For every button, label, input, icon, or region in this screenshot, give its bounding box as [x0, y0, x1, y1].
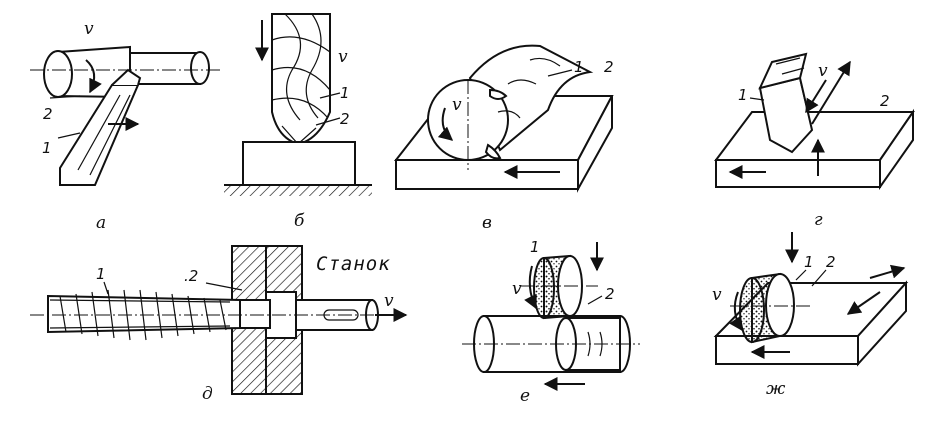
figure-a: v 2 1 а [30, 19, 220, 233]
grinding-wheel [520, 254, 598, 320]
leader-1 [319, 92, 341, 99]
figure-f: 1 v 2 е [462, 238, 640, 406]
leader-1 [57, 132, 81, 139]
workpiece-block [714, 108, 915, 191]
leader-1 [749, 97, 765, 101]
label-1: 1 [574, 58, 584, 76]
figure-d: v 1 2 г [714, 52, 915, 230]
figure-e: 1 .2 Станок v д [30, 245, 408, 404]
broach [30, 289, 400, 341]
turning-tool [59, 68, 142, 186]
label-1: 1 [96, 265, 106, 283]
label-2: 2 [340, 110, 350, 128]
label-1: 1 [530, 238, 540, 256]
figure-g: v 1 2 ж [712, 232, 909, 399]
label-2: .2 [184, 267, 198, 285]
feed-arrow-up [811, 60, 851, 125]
label-1: 1 [42, 139, 52, 157]
label-v: v [338, 47, 348, 67]
rotation-arrow [85, 59, 102, 94]
leader-2 [49, 95, 81, 99]
label-1: 1 [738, 86, 748, 104]
label-1: 1 [804, 253, 814, 271]
caption-c: в [482, 213, 492, 233]
workpiece-block [224, 141, 372, 196]
label-v: v [84, 19, 94, 39]
caption-e: д [202, 384, 213, 404]
label-2: 2 [605, 285, 615, 303]
machine-label: Станок [316, 253, 391, 275]
cross-feed-arrow [869, 264, 906, 279]
planing-tool [758, 52, 814, 154]
drill [271, 13, 331, 146]
leader-1 [547, 69, 573, 77]
rotation-arrow [437, 107, 454, 141]
leader-2 [205, 282, 243, 291]
caption-f: е [520, 386, 530, 406]
return-arrow [805, 79, 827, 114]
leader-1 [103, 281, 109, 295]
rotation-arrow [524, 265, 537, 310]
figure-c: v 1 2 в [393, 44, 614, 233]
label-2: 2 [880, 92, 890, 110]
caption-b: б [294, 211, 305, 231]
leader-2 [587, 295, 603, 305]
label-1: 1 [340, 84, 350, 102]
figure-b: v 1 2 б [224, 13, 372, 231]
workpiece-cylinder [462, 315, 640, 373]
label-v: v [712, 285, 722, 305]
label-v: v [452, 95, 462, 115]
leader-2 [811, 269, 827, 287]
label-v: v [818, 61, 828, 81]
caption-g: ж [766, 379, 786, 399]
rotation-arrow [729, 291, 743, 332]
caption-d: г [814, 210, 823, 230]
label-v: v [384, 291, 394, 311]
leader-1 [795, 269, 807, 281]
label-2: 2 [604, 58, 614, 76]
table-feed-arrow [846, 291, 881, 315]
label-v: v [512, 279, 522, 299]
label-2: 2 [826, 253, 836, 271]
leader-2 [315, 117, 341, 126]
grinding-wheel [730, 272, 810, 344]
label-2: 2 [43, 105, 53, 123]
caption-a: а [96, 213, 106, 233]
